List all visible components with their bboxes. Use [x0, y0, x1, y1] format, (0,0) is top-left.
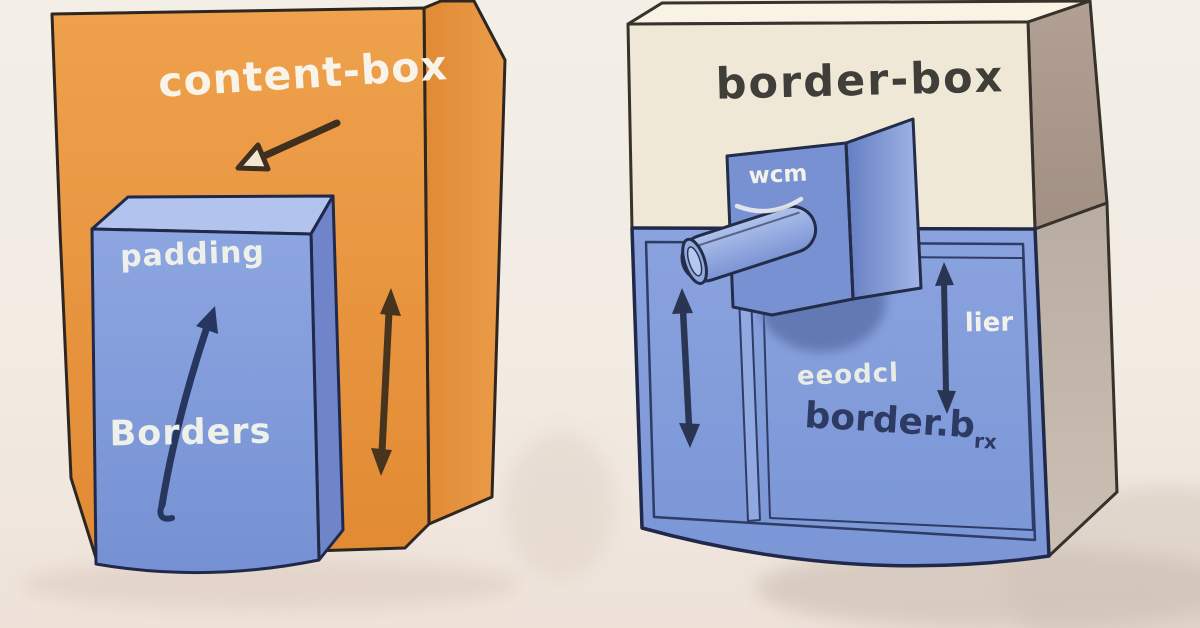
padding-arrow-icon [157, 306, 218, 522]
blue-box-top-face [90, 194, 335, 236]
swoosh-line [734, 196, 804, 214]
orange-height-arrow-icon [371, 288, 401, 476]
flap-spine-line [844, 141, 855, 301]
right-height-arrow-icon [935, 262, 956, 414]
flap-right-face [844, 117, 923, 301]
content-box-illustration [50, 0, 507, 575]
border-box-illustration [626, 0, 1119, 568]
tube-icon [680, 205, 818, 285]
pointer-arrow-icon [235, 119, 341, 172]
beige-box-side-face [1026, 0, 1109, 231]
blue-box-front-face [90, 227, 321, 575]
inner-panel-line [761, 255, 1034, 531]
orange-box-side-face [422, 0, 507, 526]
center-wall-shadow [505, 430, 615, 580]
left-height-arrow-icon [672, 288, 700, 448]
